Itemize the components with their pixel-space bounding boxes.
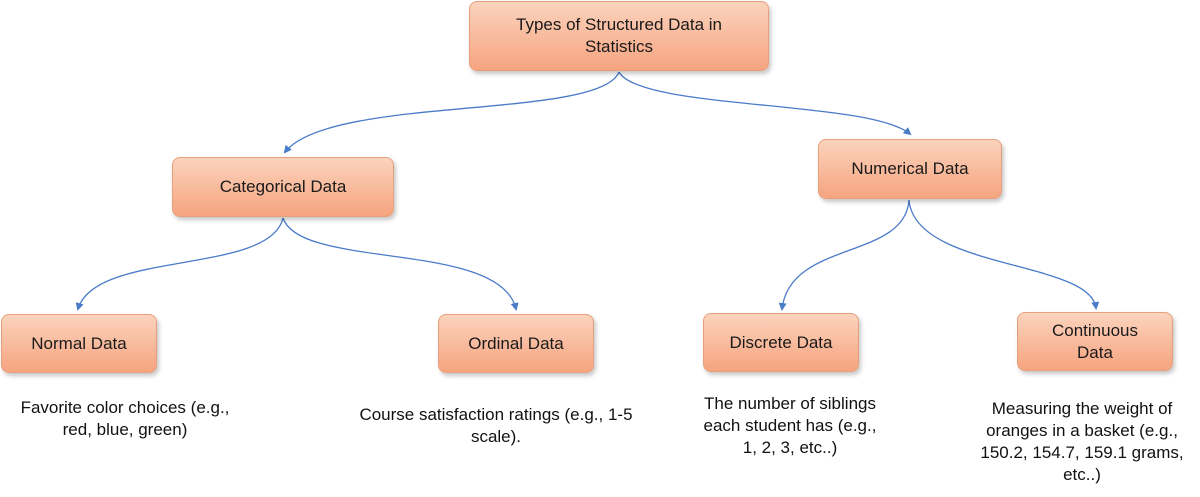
connector-root-to-numerical (618, 71, 912, 136)
node-normal-label: Normal Data (31, 333, 127, 353)
node-categorical-data: Categorical Data (172, 157, 394, 217)
node-normal-data: Normal Data (1, 314, 157, 373)
node-numerical-label: Numerical Data (851, 159, 969, 178)
description-continuous-data: Measuring the weight of oranges in a bas… (980, 399, 1184, 484)
node-discrete-label: Discrete Data (729, 332, 833, 352)
node-numerical-data: Numerical Data (818, 139, 1002, 199)
description-ordinal-data: Course satisfaction ratings (e.g., 1-5 s… (359, 405, 633, 446)
node-root-label: Types of Structured Data in Statistics (516, 15, 722, 56)
connector-numerical-to-continuous (908, 199, 1100, 310)
node-ordinal-label: Ordinal Data (468, 333, 564, 353)
connector-root-to-categorical (283, 71, 620, 154)
node-continuous-label: Continuous Data (1051, 320, 1138, 362)
node-categorical-label: Categorical Data (219, 177, 347, 196)
node-discrete-data: Discrete Data (703, 313, 859, 372)
connector-categorical-to-ordinal (282, 217, 519, 311)
description-discrete-data: The number of siblings each student has … (703, 394, 877, 457)
description-normal-data: Favorite color choices (e.g., red, blue,… (20, 398, 230, 439)
connector-numerical-to-discrete (778, 199, 910, 311)
node-root: Types of Structured Data in Statistics (469, 1, 769, 71)
node-ordinal-data: Ordinal Data (438, 314, 594, 373)
connector-categorical-to-normal (75, 217, 284, 311)
node-continuous-data: Continuous Data (1017, 312, 1173, 371)
